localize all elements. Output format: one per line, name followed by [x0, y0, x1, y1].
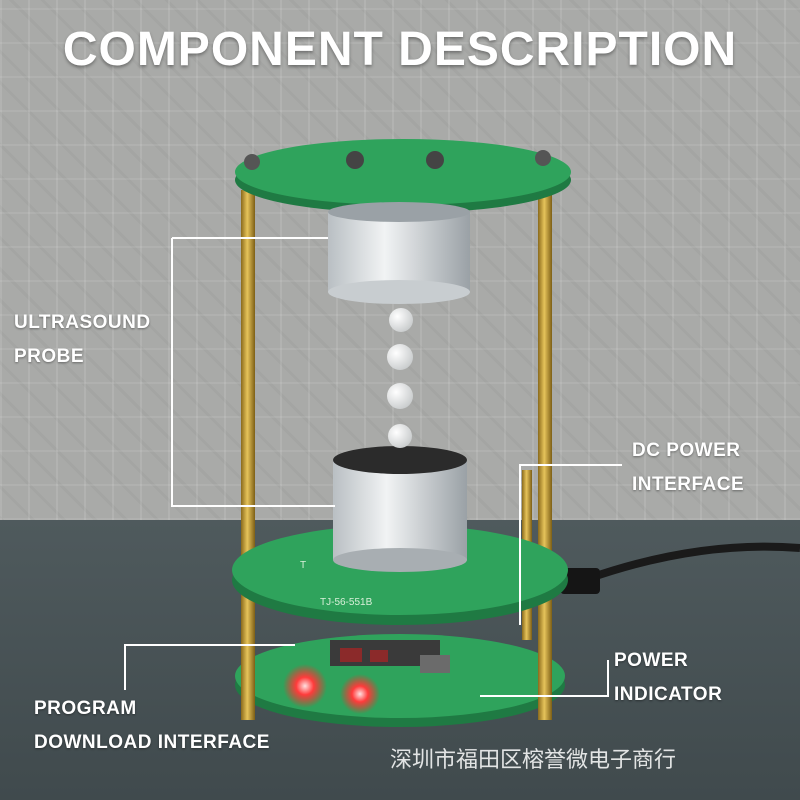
label-power-indicator: POWER INDICATOR [614, 644, 722, 712]
board-marker-text: T [300, 560, 306, 571]
ultrasound-probe-bottom [333, 446, 467, 572]
callout-line-power-indicator [480, 660, 609, 697]
label-ultrasound-probe: ULTRASOUND PROBE [14, 306, 151, 374]
callout-line-probe-bottom [171, 238, 335, 507]
power-led-left [283, 664, 327, 708]
label-dc-power-interface: DC POWER INTERFACE [632, 434, 744, 502]
dc-power-jack [560, 568, 600, 594]
page-title: COMPONENT DESCRIPTION [62, 23, 738, 76]
callout-line-program-download [124, 644, 295, 690]
label-program-download-interface: PROGRAM DOWNLOAD INTERFACE [34, 692, 270, 760]
label-power-indicator-line1: POWER [614, 650, 689, 671]
label-program-download-line1: PROGRAM [34, 698, 137, 719]
ultrasound-probe-top [328, 202, 470, 304]
middle-pcb-board [232, 525, 568, 625]
levitating-beads [387, 308, 413, 448]
dc-power-cable [588, 542, 800, 582]
label-dc-power-line2: INTERFACE [632, 474, 745, 495]
power-led-right [340, 674, 380, 714]
callout-line-dc-power [519, 464, 622, 625]
label-ultrasound-probe-line1: ULTRASOUND [14, 312, 151, 333]
callout-lines [124, 237, 622, 697]
label-ultrasound-probe-line2: PROBE [14, 346, 85, 367]
label-power-indicator-line2: INDICATOR [614, 684, 723, 705]
board-model-text: TJ-56-551B [320, 597, 373, 608]
shop-watermark: 深圳市福田区榕誉微电子商行 [390, 747, 677, 772]
top-pcb-board [235, 139, 571, 213]
label-program-download-line2: DOWNLOAD INTERFACE [34, 732, 270, 753]
label-dc-power-line1: DC POWER [632, 440, 741, 461]
